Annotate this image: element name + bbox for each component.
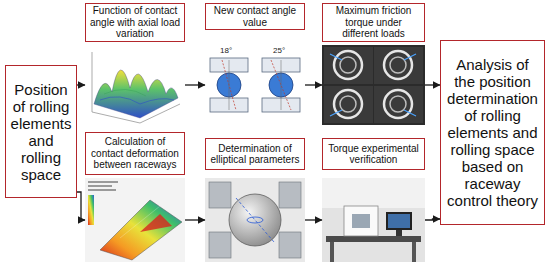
bearing-sections-part <box>229 60 230 110</box>
torque-photos-part <box>374 86 423 123</box>
surface-plot-part <box>94 70 178 118</box>
flow-arrow <box>185 219 205 220</box>
flow-arrow <box>425 84 440 85</box>
test-rig-photo-part <box>412 242 416 262</box>
test-rig-photo-part <box>396 230 402 236</box>
torque-photos-part <box>340 96 356 112</box>
flow-arrow <box>77 192 85 220</box>
step-column: Function of contact angle with axial loa… <box>85 3 185 125</box>
test-rig-photo-part <box>322 178 425 262</box>
ellipse-figure-part <box>205 178 305 262</box>
bearing-sections-part <box>222 60 236 110</box>
torque-photos-part <box>384 90 412 118</box>
step-title: Maximum friction torque under different … <box>322 3 425 42</box>
ellipse-figure-part <box>209 232 231 258</box>
ellipse-figure-part <box>279 182 301 208</box>
ellipse-figure-part <box>279 232 301 258</box>
torque-photos-part <box>384 51 412 79</box>
ellipse-figure <box>205 178 305 262</box>
test-rig-photo-part <box>322 178 425 208</box>
flow-arrow <box>425 219 440 220</box>
torque-photos-part <box>330 110 342 116</box>
step-title: Function of contact angle with axial loa… <box>85 3 185 42</box>
ellipse-figure-part <box>247 217 263 223</box>
flow-arrow <box>185 84 205 85</box>
test-rig-photo-part <box>388 214 410 228</box>
torque-photos-part <box>390 57 406 73</box>
torque-photos <box>322 45 425 125</box>
torque-photos-part <box>334 51 362 79</box>
step-title: Calculation of contact deformation betwe… <box>85 132 185 175</box>
flow-arrow <box>305 84 322 85</box>
step-title: New contact angle value <box>205 3 305 30</box>
step-title: Determination of elliptical parameters <box>205 138 305 170</box>
test-rig-photo-part <box>330 242 334 262</box>
bearing-sections-part <box>271 60 291 110</box>
bearing-sections <box>205 45 305 125</box>
step-title: Torque experimental verification <box>322 138 425 170</box>
test-rig-photo-part <box>344 206 378 236</box>
fe-contour-part <box>140 214 172 232</box>
fe-contour-part <box>88 195 94 225</box>
surface-plot <box>85 45 185 125</box>
input-box: Position of rolling elements and rolling… <box>5 65 77 198</box>
torque-photos-part <box>322 45 425 125</box>
step-column: Maximum friction torque under different … <box>322 3 425 125</box>
fe-contour-part <box>120 206 160 238</box>
torque-photos-part <box>324 47 373 84</box>
fe-contour <box>85 178 185 262</box>
step-column: Determination of elliptical parameters <box>205 138 305 262</box>
ellipse-figure-part <box>209 182 231 208</box>
torque-photos-part <box>404 54 416 60</box>
surface-plot-part <box>85 45 185 125</box>
angle-label: 18° <box>220 46 232 55</box>
test-rig-photo-part <box>352 214 370 228</box>
torque-photos-part <box>340 57 356 73</box>
step-column: New contact angle value <box>205 3 305 125</box>
torque-photos-part <box>324 86 373 123</box>
bearing-sections-part <box>281 60 282 110</box>
test-rig-photo-part <box>386 212 412 230</box>
torque-photos-part <box>390 96 406 112</box>
torque-photos-part <box>334 90 362 118</box>
torque-photos-part <box>404 110 416 116</box>
result-box: Analysis of the position determination o… <box>440 40 545 225</box>
flow-arrow <box>305 219 322 220</box>
bearing-sections-part <box>205 45 305 125</box>
box-text: Analysis of the position determination o… <box>444 56 541 209</box>
fe-contour-part <box>88 185 112 187</box>
test-rig-photo <box>322 178 425 262</box>
surface-plot-part <box>92 52 93 112</box>
torque-photos-part <box>330 54 342 60</box>
angle-label: 25° <box>273 46 285 55</box>
fe-contour-part <box>88 181 118 183</box>
ellipse-figure-part <box>229 194 281 246</box>
surface-plot-part <box>100 97 174 104</box>
box-text: Position of rolling elements and rolling… <box>9 81 73 183</box>
fe-contour-part <box>88 189 116 191</box>
fe-contour-part <box>85 178 185 262</box>
step-column: Calculation of contact deformation betwe… <box>85 132 185 262</box>
test-rig-photo-part <box>326 236 421 242</box>
flow-arrow <box>77 84 85 85</box>
fe-contour-part <box>100 200 182 260</box>
ellipse-figure-part <box>236 198 274 242</box>
step-column: Torque experimental verification <box>322 138 425 262</box>
surface-plot-part <box>104 89 146 96</box>
torque-photos-part <box>374 47 423 84</box>
